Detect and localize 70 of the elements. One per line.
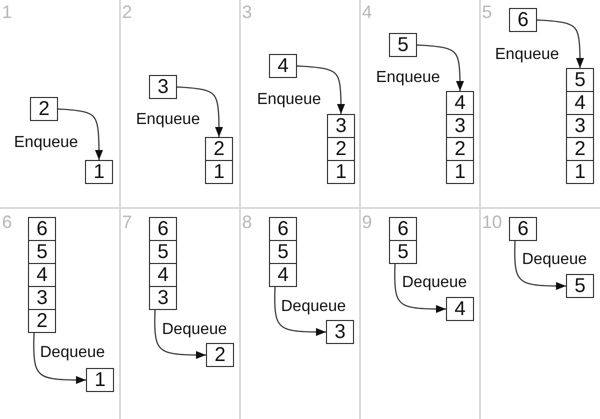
- queue-box: 4: [446, 297, 474, 321]
- step-number: 7: [122, 212, 132, 232]
- arrow: [536, 19, 584, 68]
- queue-box: 6: [269, 217, 297, 241]
- arrow: [176, 86, 223, 137]
- queue-box: 2: [566, 137, 594, 161]
- queue-box: 1: [86, 368, 114, 392]
- edge-label: Dequeue: [522, 251, 587, 269]
- queue-box: 3: [28, 286, 56, 310]
- queue-box: 3: [326, 320, 354, 344]
- queue-box: 5: [149, 240, 177, 264]
- queue-box: 1: [85, 160, 113, 184]
- step-number: 9: [362, 212, 372, 232]
- edge-label: Enqueue: [495, 46, 560, 64]
- edge-label: Enqueue: [376, 69, 440, 87]
- queue-box: 5: [566, 274, 594, 298]
- queue-box: 5: [566, 68, 594, 92]
- queue-box: 5: [28, 240, 56, 264]
- queue-box: 3: [149, 286, 177, 310]
- queue-box: 2: [206, 343, 234, 367]
- queue-box: 6: [509, 8, 537, 32]
- queue-box: 3: [149, 75, 177, 99]
- queue-box: 1: [566, 160, 594, 184]
- arrow: [394, 264, 446, 313]
- queue-box: 4: [28, 263, 56, 287]
- queue-box: 3: [327, 114, 355, 138]
- edge-label: Enqueue: [136, 111, 200, 129]
- edge-label: Dequeue: [402, 274, 467, 292]
- queue-box: 4: [149, 263, 177, 287]
- step-number: 8: [242, 212, 252, 232]
- queue-box: 6: [28, 217, 56, 241]
- queue-box: 6: [509, 217, 537, 241]
- arrow: [274, 286, 326, 336]
- queue-box: 2: [28, 309, 56, 333]
- queue-box: 1: [446, 160, 474, 184]
- queue-box: 4: [269, 54, 297, 78]
- queue-box: 2: [30, 97, 58, 121]
- queue-box: 4: [269, 263, 297, 287]
- queue-box: 4: [566, 91, 594, 115]
- arrow: [514, 240, 566, 290]
- queue-box: 6: [149, 217, 177, 241]
- edge-label: Enqueue: [257, 91, 322, 109]
- queue-box: 5: [389, 33, 417, 57]
- arrow: [154, 310, 206, 359]
- step-number: 5: [482, 2, 492, 22]
- edge-label: Dequeue: [281, 298, 346, 316]
- queue-box: 1: [327, 160, 355, 184]
- queue-box: 2: [327, 137, 355, 161]
- edge-label: Dequeue: [162, 321, 227, 339]
- queue-box: 3: [566, 114, 594, 138]
- edge-label: Dequeue: [40, 344, 105, 362]
- step-number: 2: [122, 2, 132, 22]
- queue-box: 5: [389, 240, 417, 264]
- queue-box: 3: [446, 114, 474, 138]
- step-number: 6: [2, 212, 12, 232]
- arrow: [58, 108, 103, 160]
- queue-box: 2: [446, 137, 474, 161]
- step-number: 1: [2, 2, 12, 22]
- step-number: 3: [242, 2, 252, 22]
- queue-box: 2: [205, 137, 233, 161]
- arrow: [296, 65, 345, 114]
- queue-box: 6: [389, 217, 417, 241]
- arrow: [33, 332, 86, 384]
- queue-box: 1: [205, 160, 233, 184]
- step-number: 4: [362, 2, 372, 22]
- edge-label: Enqueue: [14, 134, 78, 152]
- queue-box: 5: [269, 240, 297, 264]
- step-number: 10: [482, 212, 502, 232]
- queue-box: 4: [446, 91, 474, 115]
- arrow: [416, 44, 464, 91]
